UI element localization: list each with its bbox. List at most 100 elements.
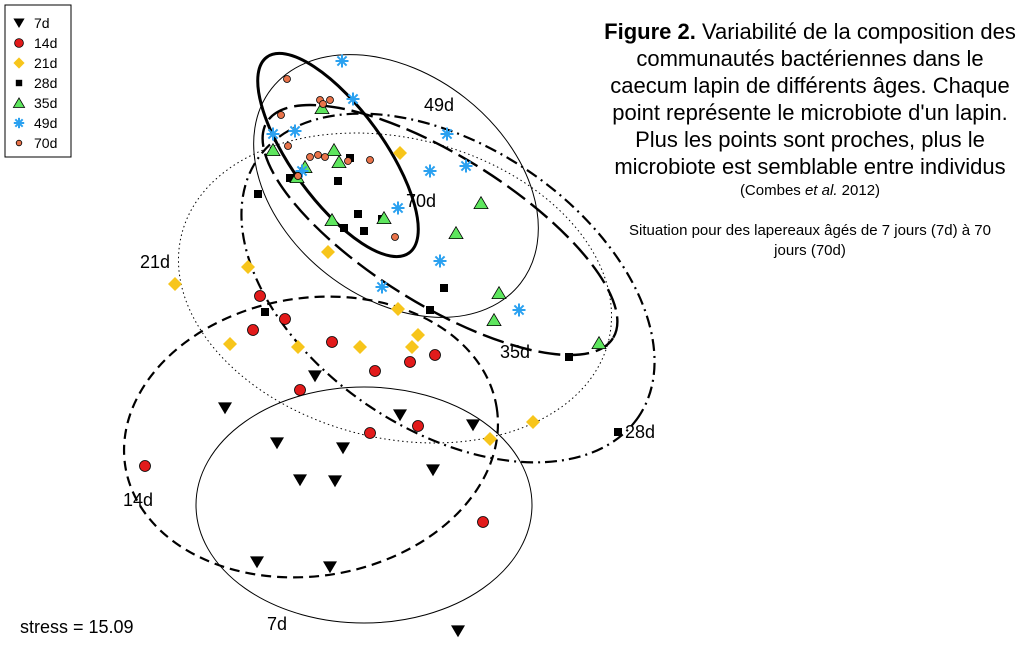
point-35d: [448, 225, 464, 240]
ellipse-label-21d: 21d: [140, 252, 170, 272]
legend-label-14d: 14d: [34, 35, 57, 51]
point-28d: [440, 284, 448, 292]
legend-label-70d: 70d: [34, 135, 57, 151]
point-49d: [335, 54, 349, 68]
point-70d: [306, 153, 314, 161]
legend-label-28d: 28d: [34, 75, 57, 91]
legend-marker-7d: [13, 18, 25, 29]
point-21d: [168, 277, 182, 291]
point-14d: [364, 427, 376, 439]
data-points: [139, 54, 622, 638]
point-28d: [565, 353, 573, 361]
point-7d: [308, 370, 322, 383]
point-70d: [321, 153, 329, 161]
point-35d: [473, 195, 489, 210]
point-7d: [218, 402, 232, 415]
point-21d: [291, 340, 305, 354]
legend-label-21d: 21d: [34, 55, 57, 71]
point-7d: [293, 474, 307, 487]
caption-situation: Situation pour des lapereaux âgés de 7 j…: [629, 222, 991, 259]
legend: 7d 14d 21d 28d 35d 49d 70d: [4, 4, 72, 158]
point-70d: [314, 151, 322, 159]
figure-caption: Figure 2. Variabilité de la composition …: [600, 18, 1020, 261]
point-35d: [326, 142, 342, 157]
reference-italic: et al.: [804, 182, 838, 199]
point-49d: [512, 303, 526, 317]
point-21d: [321, 245, 335, 259]
point-14d: [412, 420, 424, 432]
ellipse-14d: [122, 295, 500, 579]
point-21d: [405, 340, 419, 354]
legend-marker-70d: [15, 139, 23, 147]
point-70d: [391, 233, 399, 241]
point-21d: [526, 415, 540, 429]
ellipse-label-49d: 49d: [424, 95, 454, 115]
point-7d: [466, 419, 480, 432]
ellipse-label-28d: 28d: [625, 422, 655, 442]
point-49d: [459, 159, 473, 173]
point-35d: [491, 285, 507, 300]
ellipse-21d: [177, 132, 613, 444]
point-70d: [366, 156, 374, 164]
point-49d: [433, 254, 447, 268]
point-28d: [254, 190, 262, 198]
point-21d: [393, 146, 407, 160]
legend-marker-21d: [13, 57, 25, 69]
point-49d: [288, 124, 302, 138]
point-70d: [326, 96, 334, 104]
point-28d: [286, 174, 294, 182]
point-7d: [328, 475, 342, 488]
point-14d: [326, 336, 338, 348]
point-14d: [254, 290, 266, 302]
point-35d: [324, 212, 340, 227]
point-14d: [477, 516, 489, 528]
ellipse-7d: [195, 386, 533, 624]
point-21d: [411, 328, 425, 342]
ellipse-label-35d: 35d: [500, 342, 530, 362]
point-28d: [360, 227, 368, 235]
point-28d: [614, 428, 622, 436]
legend-label-35d: 35d: [34, 95, 57, 111]
ellipse-label-7d: 7d: [267, 614, 287, 634]
point-49d: [391, 201, 405, 215]
point-14d: [247, 324, 259, 336]
legend-label-49d: 49d: [34, 115, 57, 131]
legend-marker-49d: [13, 117, 25, 129]
point-21d: [391, 302, 405, 316]
point-14d: [404, 356, 416, 368]
point-70d: [344, 157, 352, 165]
point-21d: [353, 340, 367, 354]
ellipse-label-70d: 70d: [406, 191, 436, 211]
point-28d: [426, 306, 434, 314]
point-14d: [294, 384, 306, 396]
point-7d: [323, 561, 337, 574]
point-35d: [486, 312, 502, 327]
point-35d: [376, 210, 392, 225]
ellipse-49d: [253, 54, 539, 318]
ellipse-label-14d: 14d: [123, 490, 153, 510]
legend-marker-28d: [15, 79, 23, 87]
point-35d: [331, 154, 347, 169]
point-7d: [336, 442, 350, 455]
point-21d: [483, 432, 497, 446]
point-28d: [340, 224, 348, 232]
stress-label: stress = 15.09: [20, 617, 134, 637]
reference-suffix: 2012): [837, 182, 881, 199]
ellipse-labels: 7d 14d 21d 28d 35d 49d 70d: [123, 95, 655, 634]
point-14d: [429, 349, 441, 361]
legend-label-7d: 7d: [34, 15, 50, 31]
caption-text: Variabilité de la composition des commun…: [610, 19, 1016, 179]
point-70d: [294, 172, 302, 180]
point-49d: [423, 164, 437, 178]
figure-label: Figure 2.: [604, 19, 696, 44]
point-21d: [241, 260, 255, 274]
point-35d: [591, 335, 607, 350]
point-70d: [277, 111, 285, 119]
point-21d: [223, 337, 237, 351]
point-7d: [426, 464, 440, 477]
point-49d: [375, 280, 389, 294]
ellipse-28d: [240, 112, 656, 464]
point-28d: [334, 177, 342, 185]
point-49d: [440, 127, 454, 141]
